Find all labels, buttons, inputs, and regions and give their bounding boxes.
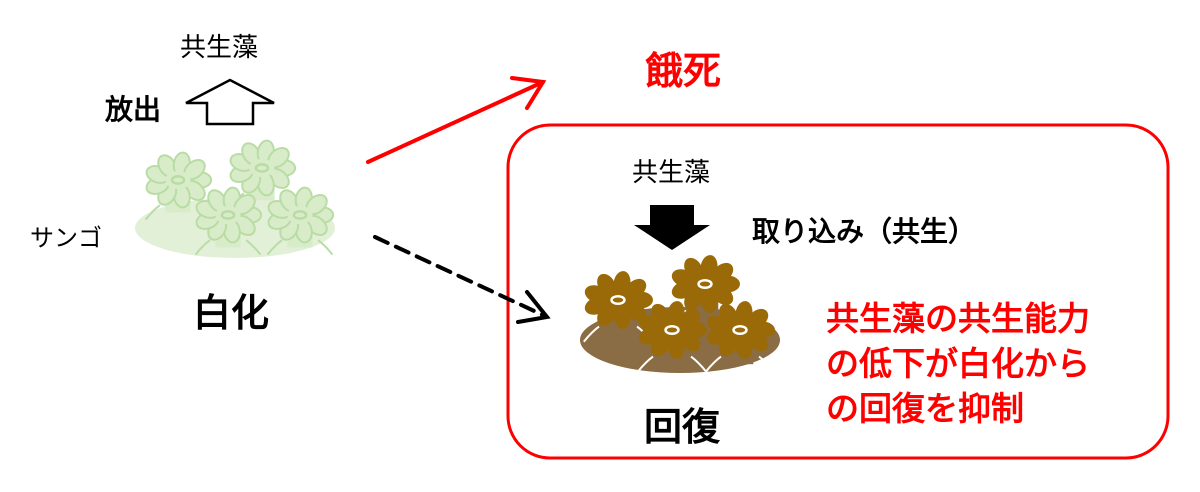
healthy-coral-illustration [580, 255, 780, 373]
polyp-icon [705, 301, 775, 373]
conclusion-note: 共生藻の共生能力 の低下が白化から の回復を抑制 [826, 296, 1090, 431]
note-line: 共生藻の共生能力 [826, 299, 1090, 338]
polyp-icon [670, 255, 740, 327]
recovery-box [506, 123, 1170, 460]
starvation-label: 餓死 [645, 49, 722, 93]
note-line: の回復を抑制 [826, 389, 1024, 428]
bleaching-label: 白化 [193, 291, 270, 335]
recovery-arrow [373, 235, 551, 324]
polyp-icon [583, 271, 653, 343]
polyp-icon [194, 186, 263, 256]
note-line: の低下が白化から [826, 344, 1090, 383]
released-algae-label: 共生藻 [180, 33, 259, 63]
release-label: 放出 [105, 93, 162, 126]
uptake-label: 取り込み（共生） [752, 215, 977, 248]
coral-label: サンゴ [30, 224, 102, 252]
uptake-algae-label: 共生藻 [632, 158, 711, 188]
polyp-icon [266, 186, 335, 256]
starvation-arrow [366, 76, 547, 164]
recovery-label: 回復 [644, 405, 721, 449]
uptake-arrow-icon [634, 205, 710, 250]
release-arrow-icon [185, 78, 275, 126]
bleached-coral-illustration [135, 139, 335, 258]
polyp-icon [637, 301, 707, 373]
